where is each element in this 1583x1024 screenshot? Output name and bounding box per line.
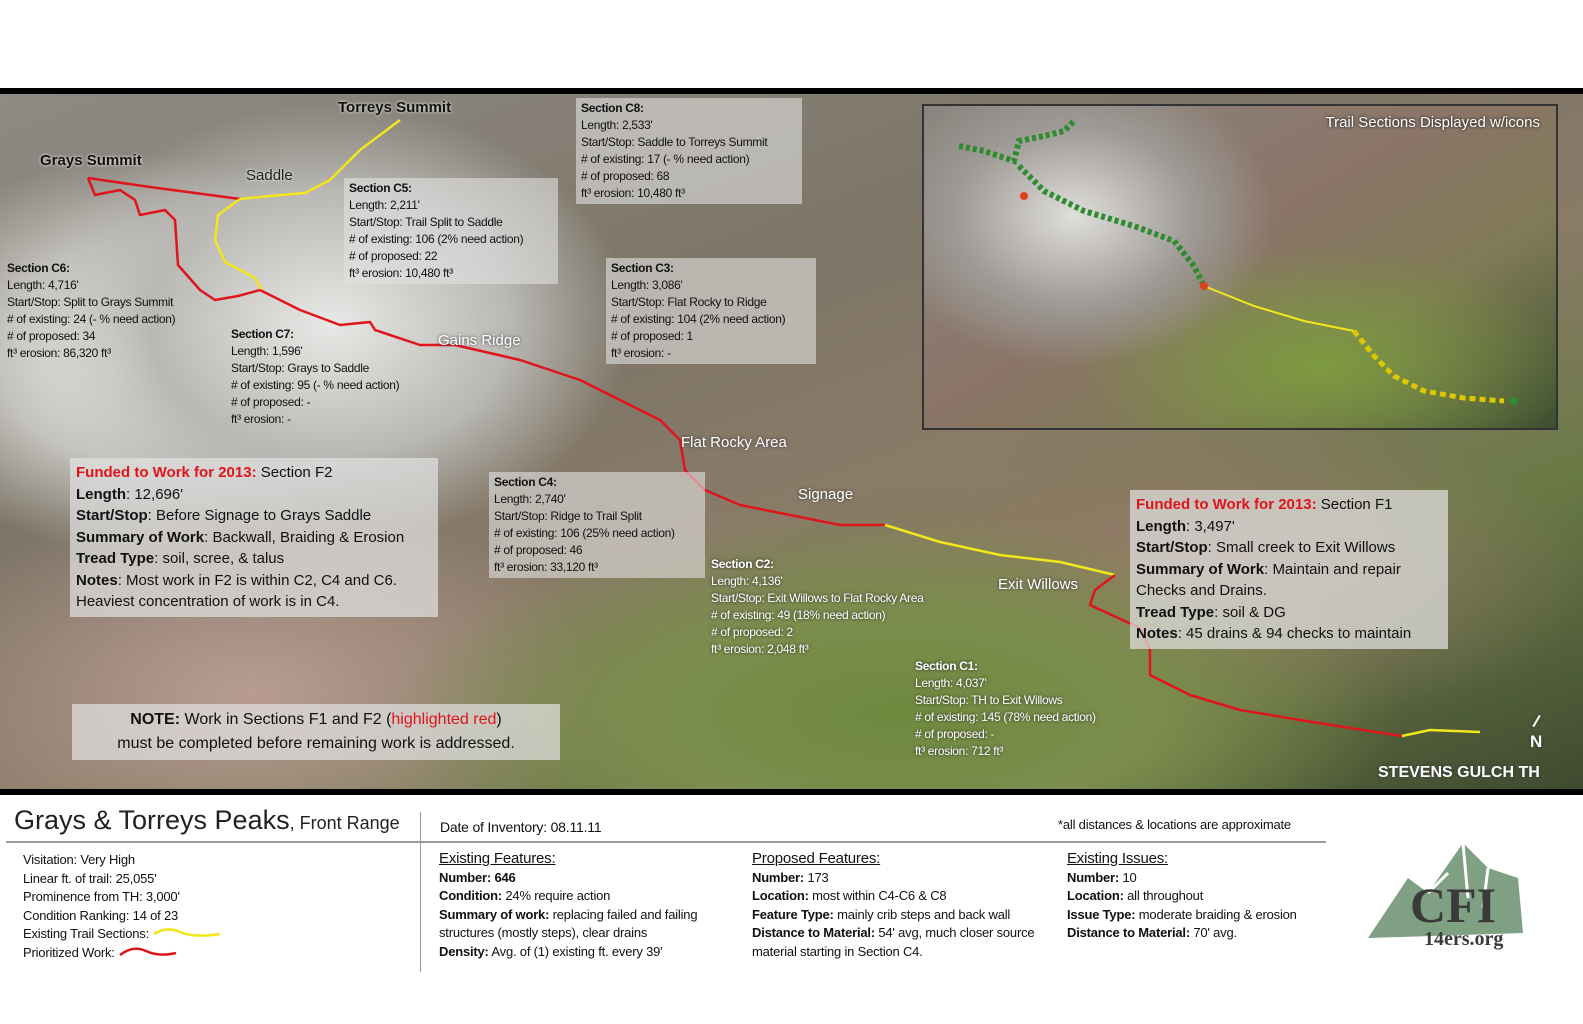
north-arrow: /N (1530, 711, 1543, 751)
trail-prioritized-main (259, 288, 885, 527)
mountain-logo-icon (1368, 842, 1523, 938)
title-divider (420, 812, 421, 972)
legend-prioritized-label: Prioritized Work: (23, 944, 115, 960)
funded-f1-box: Funded to Work for 2013: Section F1 Leng… (1130, 490, 1448, 649)
inset-title: Trail Sections Displayed w/icons (1325, 114, 1540, 131)
trail-map: Grays Summit Torreys Summit Saddle Gains… (0, 88, 1583, 795)
legend-existing-label: Existing Trail Sections: (23, 926, 149, 941)
inset-map: Trail Sections Displayed w/icons (922, 104, 1558, 430)
section-c6-box: Section C6:Length: 4,716'Start/Stop: Spl… (7, 261, 176, 360)
peak-stats: Visitation: Very High Linear ft. of trai… (23, 851, 222, 962)
legend-prioritized-swatch (119, 947, 177, 956)
trail-existing-c5 (213, 197, 264, 291)
section-c4-box: Section C4:Length: 2,740'Start/Stop: Rid… (489, 472, 705, 578)
inventory-date: Date of Inventory: 08.11.11 (440, 819, 602, 835)
trail-existing-th (1401, 728, 1481, 738)
legend-existing-swatch (153, 928, 221, 937)
inset-trail-icons (958, 118, 1518, 405)
grays-summit-label: Grays Summit (40, 152, 142, 169)
section-c3-box: Section C3:Length: 3,086'Start/Stop: Fla… (606, 258, 816, 364)
section-c7-box: Section C7:Length: 1,596'Start/Stop: Gra… (231, 327, 400, 426)
torreys-summit-label: Torreys Summit (338, 99, 452, 116)
note-box: NOTE: Work in Sections F1 and F2 (highli… (72, 704, 560, 760)
trail-existing-c8 (239, 119, 401, 201)
signage-label: Signage (798, 486, 854, 503)
section-c8-box: Section C8:Length: 2,533'Start/Stop: Sad… (576, 98, 802, 204)
trail-prioritized-grays (87, 176, 241, 201)
saddle-label: Saddle (246, 167, 293, 184)
trail-existing-c2 (884, 523, 1116, 577)
existing-features: Existing Features: Number: 646 Condition… (439, 850, 698, 959)
info-footer: Grays & Torreys Peaks, Front Range Date … (0, 800, 1583, 1024)
section-c1-box: Section C1:Length: 4,037'Start/Stop: TH … (915, 659, 1096, 758)
gains-ridge-label: Gains Ridge (438, 332, 521, 349)
trail-lines (86, 119, 1481, 738)
header-rule (6, 841, 1326, 843)
trailhead-label: STEVENS GULCH TH (1378, 764, 1540, 781)
section-c5-box: Section C5:Length: 2,211'Start/Stop: Tra… (344, 178, 558, 284)
section-c2-box: Section C2:Length: 4,136'Start/Stop: Exi… (711, 557, 924, 656)
page-title: Grays & Torreys Peaks, Front Range (14, 805, 400, 835)
cfi-logo: CFI 14ers.org (1368, 838, 1528, 958)
disclaimer: *all distances & locations are approxima… (1058, 817, 1291, 832)
funded-f2-box: Funded to Work for 2013: Section F2 Leng… (70, 458, 438, 617)
exit-willows-label: Exit Willows (998, 576, 1079, 593)
proposed-features: Proposed Features: Number: 173 Location:… (752, 850, 1035, 959)
trail-prioritized-c6 (86, 177, 261, 302)
flat-rocky-label: Flat Rocky Area (681, 434, 787, 451)
existing-issues: Existing Issues: Number: 10 Location: al… (1067, 850, 1297, 940)
trail-prioritized-c1 (1088, 574, 1403, 738)
